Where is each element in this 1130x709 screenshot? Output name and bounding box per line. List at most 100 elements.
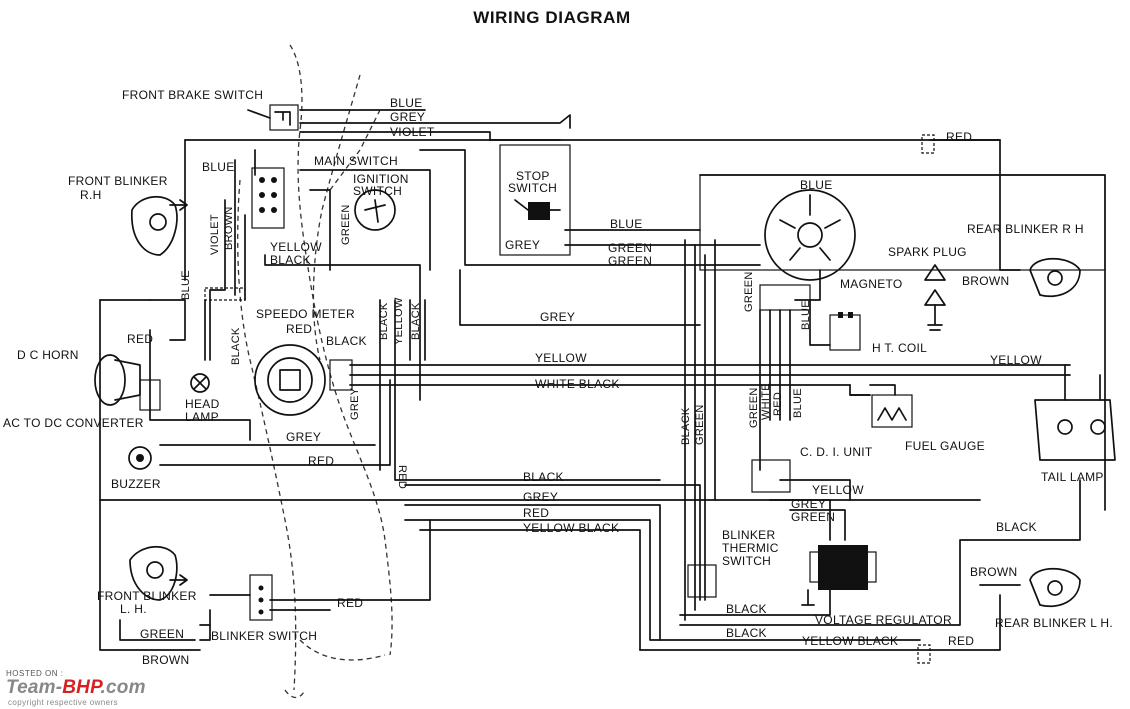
label-stop-1: STOP	[516, 169, 550, 183]
voltage-regulator	[801, 545, 877, 606]
label-red-cdi: RED	[772, 392, 784, 416]
label-front-blinker-rh-1: FRONT BLINKER	[68, 174, 168, 188]
buzzer	[128, 446, 152, 470]
diagram-title: WIRING DIAGRAM	[473, 8, 631, 27]
label-red-speedo: RED	[286, 322, 312, 336]
label-black-v3: BLACK	[230, 327, 242, 365]
label-green-v1: GREEN	[340, 204, 352, 245]
connectors	[204, 134, 935, 664]
label-grey-vr: GREY	[791, 497, 826, 511]
label-black-bus: BLACK	[523, 470, 564, 484]
label-grey-top: GREY	[390, 110, 425, 124]
labels: FRONT BRAKE SWITCH BLUE GREY VIOLET RED …	[3, 88, 1113, 667]
tail-lamp	[1034, 399, 1116, 461]
ht-coil	[829, 312, 861, 351]
label-rear-blinker-rh: REAR BLINKER R H	[967, 222, 1084, 236]
label-red-blinker-sw: RED	[337, 596, 363, 610]
label-blinker-thermic-2: THERMIC	[722, 541, 779, 555]
label-black-speedo: BLACK	[326, 334, 367, 348]
label-blue-cdi: BLUE	[792, 388, 804, 418]
label-front-blinker-lh-1: FRONT BLINKER	[97, 589, 197, 603]
label-grey-buzzer: GREY	[286, 430, 321, 444]
front-blinker-rh	[131, 196, 188, 256]
label-red-bus: RED	[523, 506, 549, 520]
magneto	[759, 189, 856, 311]
label-white-cdi: WHITE	[760, 383, 772, 420]
label-green-1: GREEN	[608, 241, 652, 255]
label-blue-magneto: BLUE	[800, 178, 833, 192]
label-blinker-thermic-3: SWITCH	[722, 554, 771, 568]
label-green-v-cdi: GREEN	[694, 404, 706, 445]
label-brown-rh: BROWN	[962, 274, 1010, 288]
label-main-switch: MAIN SWITCH	[314, 154, 398, 168]
label-front-blinker-rh-2: R.H	[80, 188, 102, 202]
label-grey-mid: GREY	[540, 310, 575, 324]
label-green-lh: GREEN	[140, 627, 184, 641]
rear-blinker-lh	[1029, 568, 1081, 608]
label-black-bottom: BLACK	[726, 626, 767, 640]
label-grey-bus: GREY	[523, 490, 558, 504]
label-black-rear: BLACK	[996, 520, 1037, 534]
label-voltage-regulator: VOLTAGE REGULATOR	[815, 613, 952, 627]
label-magneto: MAGNETO	[840, 277, 903, 291]
label-tail-lamp: TAIL LAMP	[1041, 470, 1104, 484]
label-blue-v-left: BLUE	[180, 270, 192, 300]
label-blinker-thermic-1: BLINKER	[722, 528, 775, 542]
label-ignition-1: IGNITION	[353, 172, 409, 186]
label-black-v2: BLACK	[410, 302, 422, 340]
label-red-top: RED	[946, 130, 972, 144]
spark-plug	[924, 264, 946, 331]
label-fuel-gauge: FUEL GAUGE	[905, 439, 985, 453]
label-brown-bottom: BROWN	[142, 653, 190, 667]
label-red-horn: RED	[127, 332, 153, 346]
watermark-brand-c: .com	[100, 677, 146, 698]
label-ac-dc: AC TO DC CONVERTER	[3, 416, 144, 430]
label-cdi-unit: C. D. I. UNIT	[800, 445, 873, 459]
blinker-switch	[249, 574, 273, 621]
head-lamp	[190, 373, 210, 393]
label-yellow-black-bottom: YELLOW BLACK	[802, 634, 898, 648]
label-white-black: WHITE BLACK	[535, 377, 620, 391]
label-black-v1: BLACK	[378, 302, 390, 340]
label-yellow-black-sw-1: YELLOW	[270, 240, 322, 254]
cdi-unit	[751, 459, 791, 493]
label-speedo-meter: SPEEDO METER	[256, 307, 355, 321]
label-spark-plug: SPARK PLUG	[888, 245, 967, 259]
label-head-lamp-2: LAMP	[185, 410, 219, 424]
wire-harness	[99, 109, 1106, 651]
label-yellow-black-bus: YELLOW BLACK	[523, 521, 619, 535]
label-blue-main: BLUE	[202, 160, 235, 174]
label-brown-v: BROWN	[223, 206, 235, 250]
watermark-copyright: copyright respective owners	[8, 698, 118, 707]
main-switch	[251, 167, 285, 229]
ignition-switch	[354, 189, 396, 231]
label-yellow-cdi: YELLOW	[812, 483, 864, 497]
label-blue-top: BLUE	[390, 96, 423, 110]
label-rear-blinker-lh: REAR BLINKER L H.	[995, 616, 1113, 630]
label-black-v-cdi: BLACK	[680, 407, 692, 445]
label-front-brake-switch: FRONT BRAKE SWITCH	[122, 88, 263, 102]
label-head-lamp-1: HEAD	[185, 397, 220, 411]
label-green-2: GREEN	[608, 254, 652, 268]
label-green-vr: GREEN	[791, 510, 835, 524]
label-violet-top: VIOLET	[390, 125, 435, 139]
label-green-cdi: GREEN	[748, 387, 760, 428]
speedo-meter	[254, 344, 353, 416]
label-dc-horn: D C HORN	[17, 348, 79, 362]
label-front-blinker-lh-2: L. H.	[120, 602, 147, 616]
watermark-brand-a: Team-	[6, 677, 63, 698]
label-grey-stop: GREY	[505, 238, 540, 252]
label-red-bottom: RED	[948, 634, 974, 648]
label-brown-lh: BROWN	[970, 565, 1018, 579]
label-blue-stop: BLUE	[610, 217, 643, 231]
label-red-v: RED	[396, 465, 408, 489]
blinker-thermic-switch	[687, 564, 717, 598]
label-ignition-2: SWITCH	[353, 184, 402, 198]
label-stop-2: SWITCH	[508, 181, 557, 195]
label-yellow-black-sw-2: BLACK	[270, 253, 311, 267]
fuel-gauge	[869, 384, 913, 428]
label-yellow-v1: YELLOW	[393, 297, 405, 345]
label-black-vr: BLACK	[726, 602, 767, 616]
label-red-buzzer: RED	[308, 454, 334, 468]
label-green-mag-v: GREEN	[743, 271, 755, 312]
